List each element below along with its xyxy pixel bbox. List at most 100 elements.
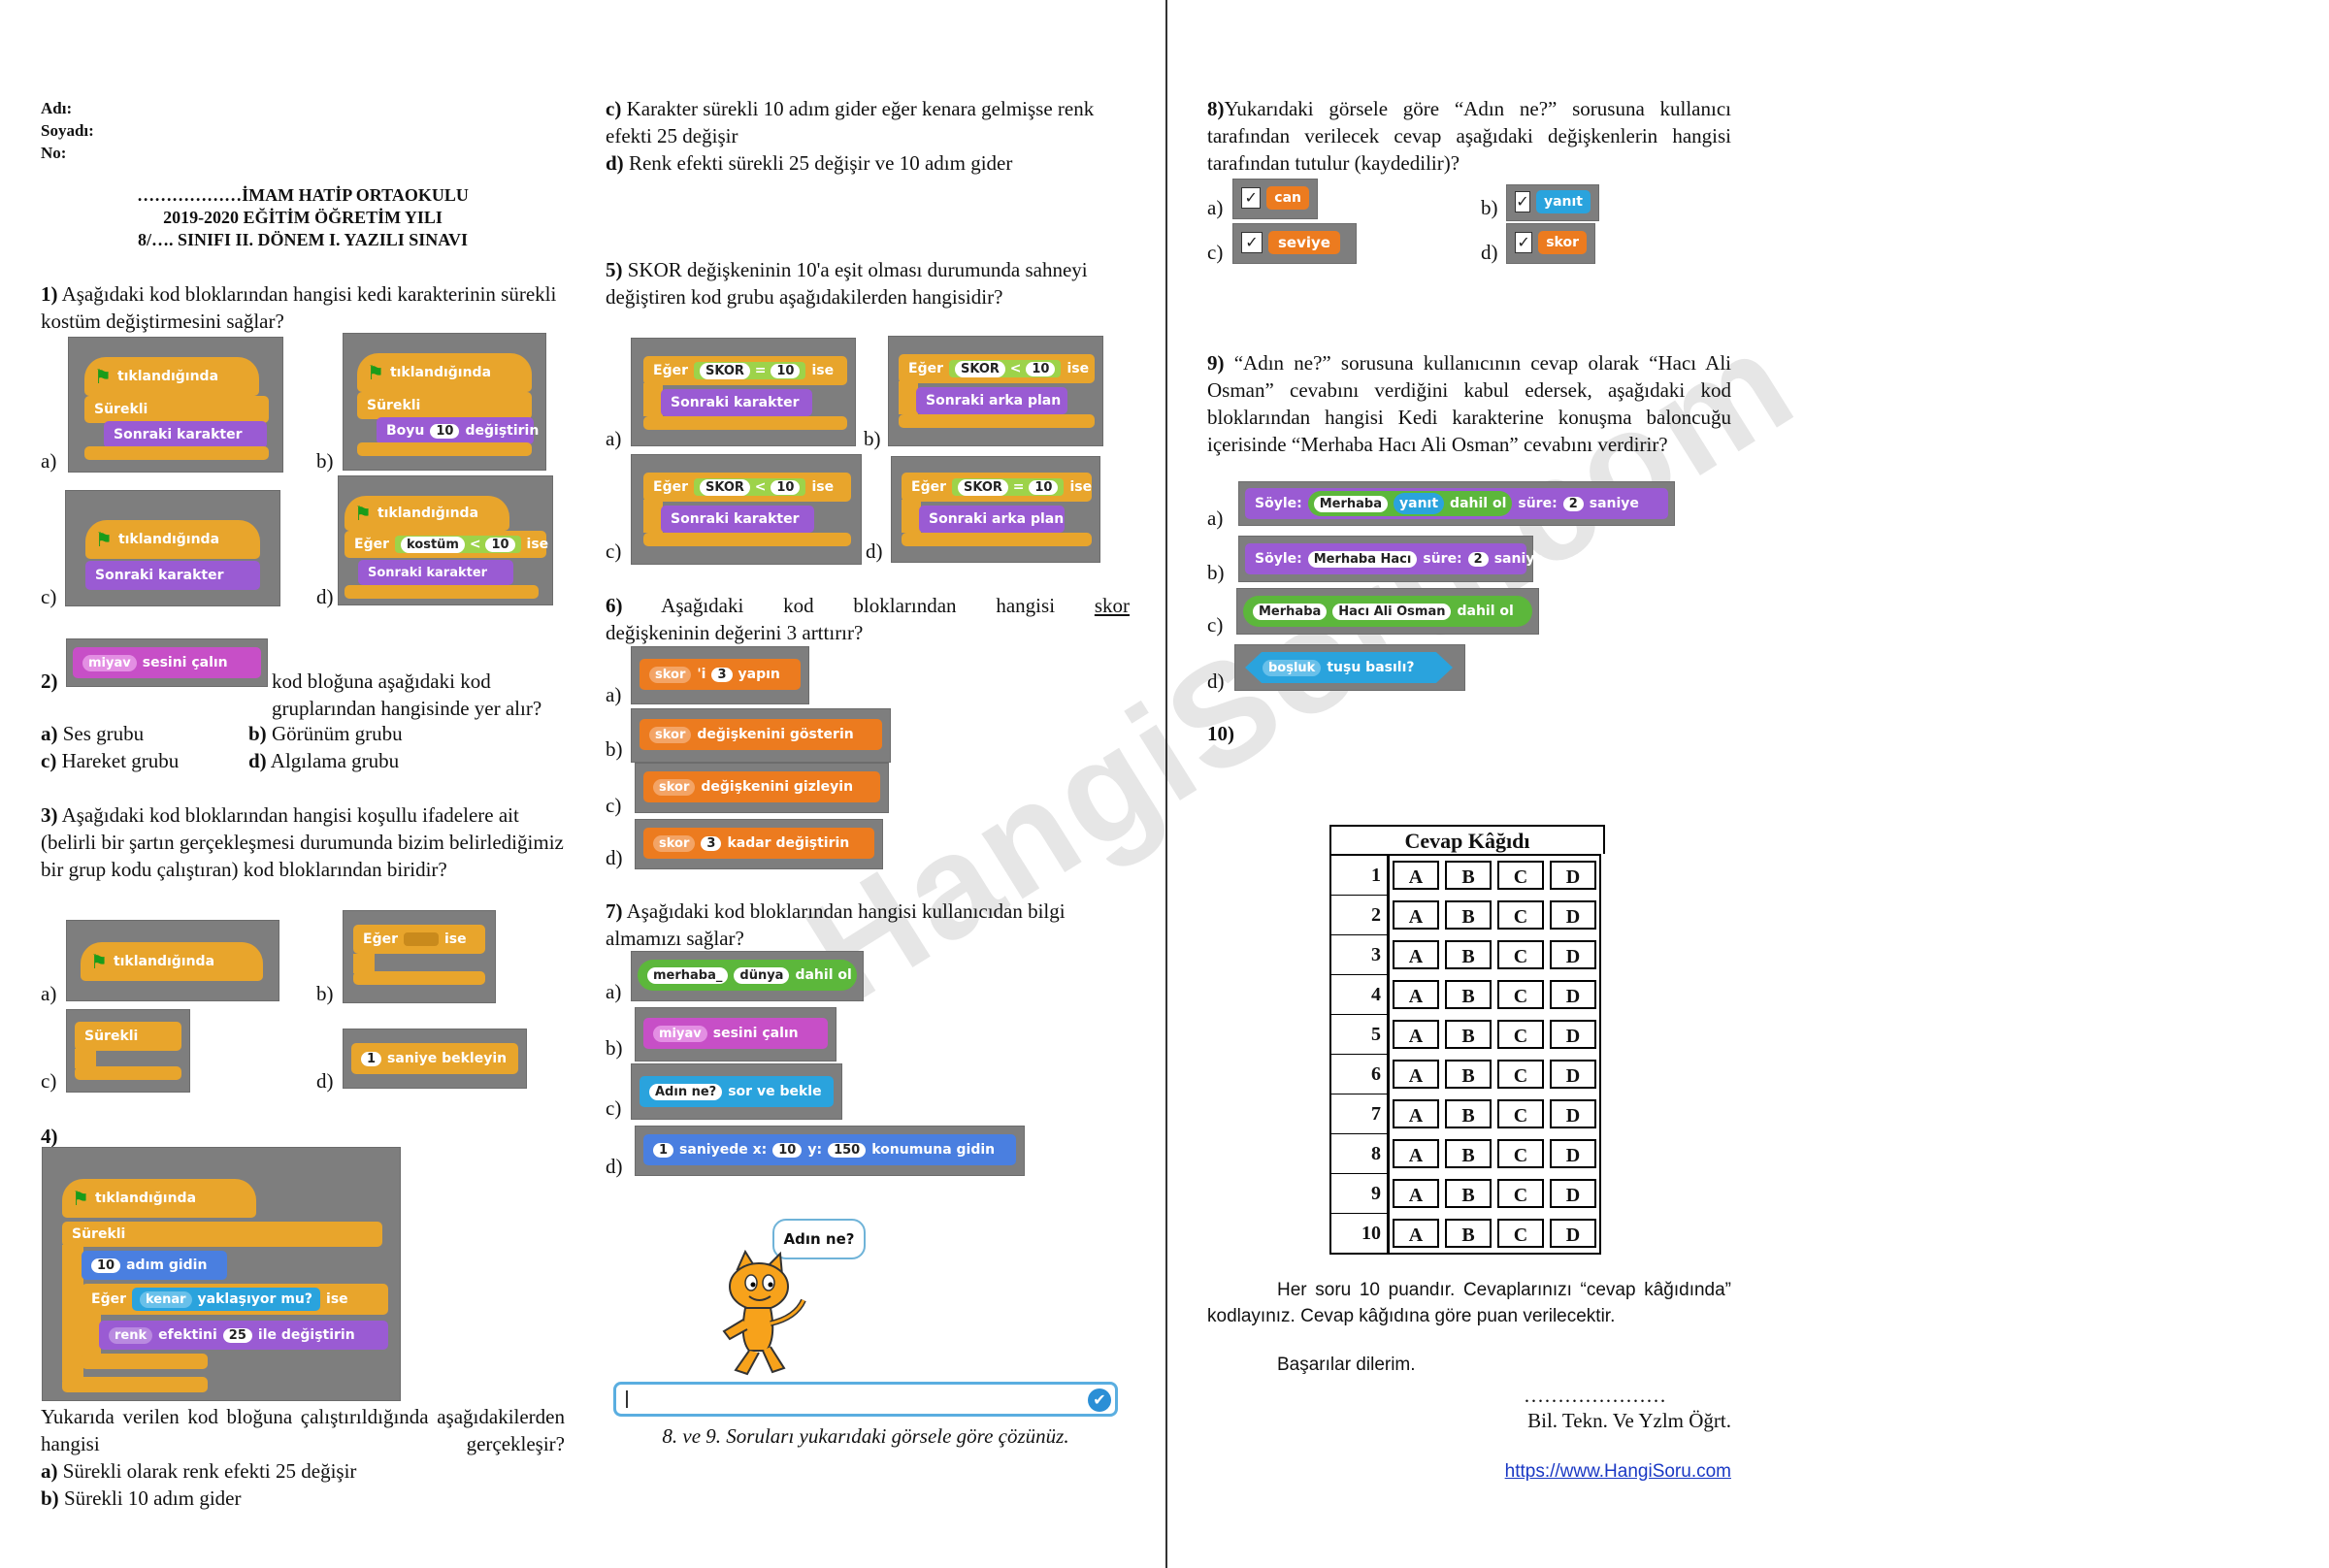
q1-option-c-panel: ⚑tıklandığında Sonraki karakter xyxy=(65,490,280,606)
answer-bubble[interactable]: D xyxy=(1547,1055,1600,1094)
surname-label: Soyadı: xyxy=(41,121,94,140)
answer-bubble[interactable]: C xyxy=(1494,1214,1547,1255)
answer-option: A xyxy=(1393,861,1439,891)
answer-bubble[interactable]: B xyxy=(1442,1214,1494,1255)
answer-bubble[interactable]: A xyxy=(1389,855,1443,896)
answer-bubble[interactable]: C xyxy=(1494,896,1547,935)
answer-bubble[interactable]: D xyxy=(1547,896,1600,935)
answer-option: A xyxy=(1393,940,1439,969)
answer-bubble[interactable]: D xyxy=(1547,1174,1600,1214)
answer-bubble[interactable]: C xyxy=(1494,1015,1547,1055)
answer-bubble[interactable]: D xyxy=(1547,935,1600,975)
answer-option: C xyxy=(1497,1179,1544,1208)
q4-options-ab: a) Sürekli olarak renk efekti 25 değişir… xyxy=(41,1459,357,1510)
answer-option: C xyxy=(1497,1139,1544,1168)
answer-bubble[interactable]: C xyxy=(1494,1134,1547,1174)
green-flag-icon: ⚑ xyxy=(94,365,112,388)
answer-bubble[interactable]: C xyxy=(1494,935,1547,975)
answer-bubble[interactable]: D xyxy=(1547,855,1600,896)
answer-bubble[interactable]: C xyxy=(1494,1094,1547,1134)
q10-num: 10) xyxy=(1207,722,1234,745)
instructions-note: Her soru 10 puandır. Cevaplarınızı “ceva… xyxy=(1207,1280,1731,1326)
answer-bubble[interactable]: B xyxy=(1442,1174,1494,1214)
answer-bubble[interactable]: C xyxy=(1494,855,1547,896)
answer-row-number: 3 xyxy=(1330,934,1390,975)
answer-bubble[interactable]: B xyxy=(1442,1094,1494,1134)
q6-text: 6) Aşağıdaki kod bloklarından hangisi sk… xyxy=(606,594,1131,644)
answer-bubble[interactable]: B xyxy=(1442,1134,1494,1174)
answer-bubble[interactable]: D xyxy=(1547,1015,1600,1055)
answer-bubble[interactable]: D xyxy=(1547,1214,1600,1255)
answer-bubble[interactable]: B xyxy=(1442,975,1494,1015)
answer-row-number: 6 xyxy=(1330,1054,1390,1094)
school-year: 2019-2020 EĞİTİM ÖĞRETİM YILI xyxy=(163,208,443,227)
answer-bubble[interactable]: B xyxy=(1442,1015,1494,1055)
q2-num: 2) xyxy=(41,670,58,693)
answer-bubble[interactable]: A xyxy=(1389,1174,1443,1214)
answer-row-number: 5 xyxy=(1330,1014,1390,1055)
answer-option: B xyxy=(1445,900,1492,930)
stage-caption: 8. ve 9. Soruları yukarıdaki görsele gör… xyxy=(662,1424,1069,1448)
answer-input-box[interactable]: ✔ xyxy=(613,1382,1118,1417)
submit-check-icon[interactable]: ✔ xyxy=(1088,1388,1111,1412)
answer-option: B xyxy=(1445,1020,1492,1049)
answer-bubble[interactable]: C xyxy=(1494,975,1547,1015)
answer-option: B xyxy=(1445,1179,1492,1208)
answer-bubble[interactable]: A xyxy=(1389,1134,1443,1174)
answer-option: A xyxy=(1393,1099,1439,1128)
student-info: Adı: Soyadı: No: xyxy=(41,97,94,164)
answer-row-number: 1 xyxy=(1330,854,1390,896)
answer-bubble[interactable]: A xyxy=(1389,896,1443,935)
answer-bubble[interactable]: D xyxy=(1547,975,1600,1015)
q4-options-cd: c) Karakter sürekli 10 adım gider eğer k… xyxy=(606,97,1095,175)
answer-bubble[interactable]: D xyxy=(1547,1134,1600,1174)
answer-option: A xyxy=(1393,900,1439,930)
answer-option: C xyxy=(1497,1099,1544,1128)
answer-option: C xyxy=(1497,980,1544,1009)
answer-option: D xyxy=(1550,1099,1596,1128)
q7-option-c-panel: Adın ne?sor ve bekle xyxy=(631,1063,842,1120)
answer-option: B xyxy=(1445,1218,1492,1248)
exam-title: 8/…. SINIFI II. DÖNEM I. YAZILI SINAVI xyxy=(138,230,468,249)
answer-option: B xyxy=(1445,1060,1492,1089)
checkbox-icon: ✓ xyxy=(1515,232,1533,253)
answer-option: D xyxy=(1550,1020,1596,1049)
answer-bubble[interactable]: A xyxy=(1389,975,1443,1015)
answer-bubble[interactable]: B xyxy=(1442,935,1494,975)
answer-bubble[interactable]: B xyxy=(1442,1055,1494,1094)
answer-bubble[interactable]: B xyxy=(1442,855,1494,896)
answer-bubble[interactable]: B xyxy=(1442,896,1494,935)
answer-bubble[interactable]: D xyxy=(1547,1094,1600,1134)
website-link[interactable]: https://www.HangiSoru.com xyxy=(1504,1461,1731,1482)
wish-text: Başarılar dilerim. xyxy=(1277,1355,1416,1375)
q7-text: 7) Aşağıdaki kod bloklarından hangisi ku… xyxy=(606,899,1066,950)
answer-bubble[interactable]: A xyxy=(1389,935,1443,975)
answer-option: C xyxy=(1497,940,1544,969)
answer-row-number: 8 xyxy=(1330,1133,1390,1174)
answer-bubble[interactable]: A xyxy=(1389,1055,1443,1094)
answer-bubble[interactable]: A xyxy=(1389,1015,1443,1055)
answer-option: C xyxy=(1497,861,1544,891)
answer-bubble[interactable]: C xyxy=(1494,1174,1547,1214)
green-flag-icon: ⚑ xyxy=(95,528,113,551)
teacher-title: Bil. Tekn. Ve Yzlm Öğrt. xyxy=(1527,1409,1731,1432)
checkbox-icon: ✓ xyxy=(1241,232,1263,253)
answer-option: D xyxy=(1550,980,1596,1009)
answer-option: B xyxy=(1445,1099,1492,1128)
answer-bubble[interactable]: A xyxy=(1389,1094,1443,1134)
answer-option: B xyxy=(1445,980,1492,1009)
q3-text: 3) Aşağıdaki kod bloklarından hangisi ko… xyxy=(41,803,564,881)
answer-bubble[interactable]: A xyxy=(1389,1214,1443,1255)
answer-bubble[interactable]: C xyxy=(1494,1055,1547,1094)
answer-option: A xyxy=(1393,1179,1439,1208)
